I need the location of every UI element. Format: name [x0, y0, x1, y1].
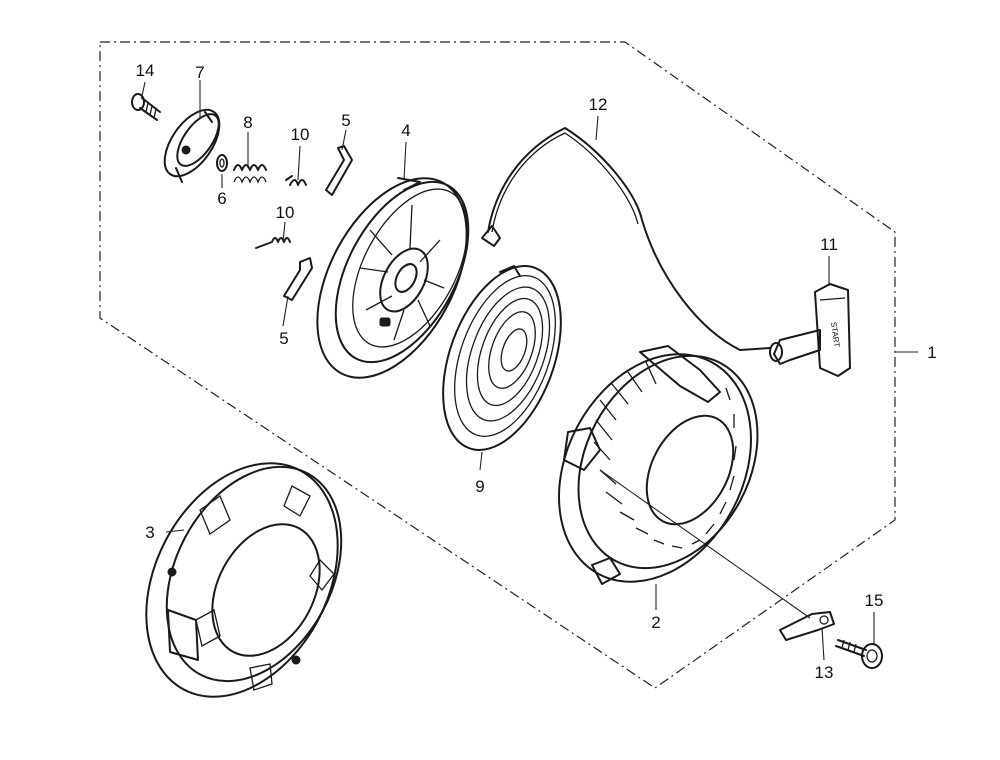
part-spring-8 — [233, 164, 267, 184]
callout-7: 7 — [195, 63, 204, 82]
callout-9: 9 — [475, 477, 484, 496]
part-starter-case-2 — [558, 345, 759, 585]
part-starter-rope-12 — [481, 127, 771, 351]
callout-11: 11 — [820, 235, 838, 254]
handle-text: START — [829, 321, 841, 348]
part-ratchet-spring-10-upper — [285, 175, 307, 186]
part-ratchet-5-upper — [325, 145, 353, 196]
leader-lines — [141, 80, 918, 661]
part-starter-pulley-3 — [145, 462, 343, 698]
callout-5-lower: 5 — [279, 329, 288, 348]
part-ratchet-5-lower — [283, 257, 313, 301]
callout-5-upper: 5 — [341, 111, 350, 130]
callout-1: 1 — [927, 343, 936, 362]
assembly-boundary — [99, 41, 896, 689]
callout-4: 4 — [401, 121, 410, 140]
part-ratchet-spring-10-lower — [255, 237, 291, 249]
callout-10-lower: 10 — [276, 203, 295, 222]
callout-labels: 1 2 3 4 5 5 6 7 8 9 10 10 11 12 13 14 15 — [136, 61, 937, 682]
part-rope-guide-13 — [779, 611, 835, 641]
callout-15: 15 — [865, 591, 884, 610]
callout-6: 6 — [217, 189, 226, 208]
part-reel-4 — [316, 177, 470, 379]
callout-8: 8 — [243, 113, 252, 132]
callout-3: 3 — [145, 523, 154, 542]
callout-12: 12 — [589, 95, 608, 114]
part-washer-6 — [216, 154, 228, 172]
callout-2: 2 — [651, 613, 660, 632]
part-starter-grip-11: START — [769, 283, 851, 377]
callout-14: 14 — [136, 61, 155, 80]
callout-10-upper: 10 — [291, 125, 310, 144]
part-flange-bolt-15 — [835, 639, 883, 669]
part-recoil-spring-9 — [442, 265, 562, 451]
part-bolt-14 — [131, 93, 161, 121]
part-friction-plate-7 — [163, 108, 221, 183]
callout-13: 13 — [815, 663, 834, 682]
